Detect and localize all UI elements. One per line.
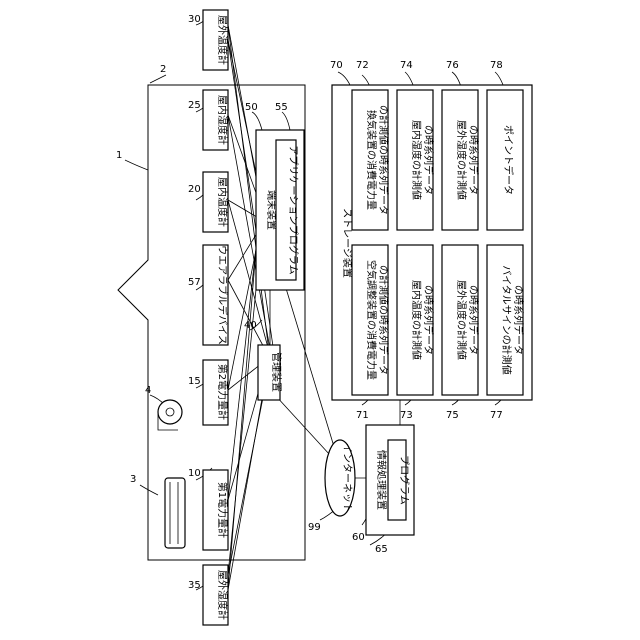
- svg-text:71: 71: [356, 410, 369, 421]
- svg-text:3: 3: [130, 474, 136, 485]
- point-data: ポイントデータ: [487, 90, 523, 230]
- svg-text:屋外温度の計測値: 屋外温度の計測値: [455, 280, 468, 360]
- svg-text:20: 20: [188, 184, 201, 195]
- svg-text:第1電力量計: 第1電力量計: [216, 482, 229, 538]
- svg-text:99: 99: [308, 522, 321, 533]
- svg-text:55: 55: [275, 102, 288, 113]
- wearable-device: ウエアラブルデバイス: [203, 245, 229, 345]
- ventilator-icon: [158, 400, 182, 430]
- svg-text:換気装置の消費電力量: 換気装置の消費電力量: [365, 110, 378, 210]
- svg-text:75: 75: [446, 410, 459, 421]
- svg-text:1: 1: [116, 150, 122, 161]
- svg-text:2: 2: [160, 64, 166, 75]
- indoor-humid-meter: 屋内湿度計: [203, 90, 229, 150]
- svg-text:の時系列データ: の時系列データ: [422, 125, 435, 195]
- svg-text:第2電力量計: 第2電力量計: [216, 364, 229, 420]
- svg-text:プログラム: プログラム: [398, 455, 411, 505]
- svg-text:65: 65: [375, 544, 388, 555]
- svg-text:アプリケーションプログラム: アプリケーションプログラム: [287, 145, 300, 274]
- svg-text:の時系列データ: の時系列データ: [512, 285, 525, 355]
- svg-text:屋内温度計: 屋内温度計: [216, 177, 229, 227]
- outdoor-humid-meter: 屋外湿度計: [203, 565, 229, 625]
- internet-cloud: インターネット: [325, 440, 355, 516]
- svg-text:25: 25: [188, 100, 201, 111]
- indoor-temp-data: 屋内温度の計測値 の時系列データ: [397, 245, 435, 395]
- svg-text:4: 4: [145, 385, 151, 396]
- vent-power-data: 換気装置の消費電力量 の計測値の時系列データ: [352, 90, 390, 230]
- svg-text:60: 60: [352, 532, 365, 543]
- svg-text:30: 30: [188, 14, 201, 25]
- svg-text:屋内温度の計測値: 屋内温度の計測値: [410, 280, 423, 360]
- svg-text:屋外湿度計: 屋外湿度計: [216, 570, 229, 620]
- svg-text:屋内湿度の計測値: 屋内湿度の計測値: [410, 120, 423, 200]
- svg-text:15: 15: [188, 376, 201, 387]
- management-device: 管理装置: [258, 345, 283, 400]
- svg-text:77: 77: [490, 410, 503, 421]
- air-conditioner-icon: [165, 478, 185, 548]
- svg-text:屋外温度計: 屋外温度計: [216, 15, 229, 65]
- indoor-temp-meter: 屋内温度計: [203, 172, 229, 232]
- svg-text:の計測値の時系列データ: の計測値の時系列データ: [377, 105, 390, 215]
- svg-text:10: 10: [188, 468, 201, 479]
- first-power-meter: 第1電力量計: [203, 470, 229, 550]
- outdoor-temp-meter: 屋外温度計: [203, 10, 229, 70]
- svg-text:ウエアラブルデバイス: ウエアラブルデバイス: [216, 245, 229, 345]
- outdoor-humid-data: 屋外湿度の計測値 の時系列データ: [442, 90, 480, 230]
- outdoor-temp-data: 屋外温度の計測値 の時系列データ: [442, 245, 480, 395]
- svg-text:40: 40: [244, 320, 257, 331]
- svg-text:73: 73: [400, 410, 413, 421]
- svg-text:の計測値の時系列データ: の計測値の時系列データ: [377, 265, 390, 375]
- svg-text:35: 35: [188, 580, 201, 591]
- ac-power-data: 空気調整装置の消費電力量 の計測値の時系列データ: [352, 245, 390, 395]
- second-power-meter: 第2電力量計: [203, 360, 229, 425]
- svg-text:57: 57: [188, 277, 201, 288]
- vital-data: バイタルサインの計測値 の時系列データ: [487, 245, 525, 395]
- svg-text:の時系列データ: の時系列データ: [422, 285, 435, 355]
- indoor-humid-data: 屋内湿度の計測値 の時系列データ: [397, 90, 435, 230]
- info-processing-device: 情報処理装置 プログラム: [366, 425, 414, 535]
- svg-text:72: 72: [356, 60, 369, 71]
- svg-text:76: 76: [446, 60, 459, 71]
- svg-text:74: 74: [400, 60, 413, 71]
- svg-text:インターネット: インターネット: [341, 443, 353, 513]
- svg-text:空気調整装置の消費電力量: 空気調整装置の消費電力量: [365, 260, 378, 380]
- svg-text:の時系列データ: の時系列データ: [467, 285, 480, 355]
- svg-text:50: 50: [245, 102, 258, 113]
- svg-text:ポイントデータ: ポイントデータ: [502, 125, 515, 195]
- svg-text:管理装置: 管理装置: [270, 352, 283, 392]
- terminal-device: 端末装置 アプリケーションプログラム: [256, 130, 304, 290]
- svg-text:情報処理装置: 情報処理装置: [375, 450, 388, 510]
- svg-text:バイタルサインの計測値: バイタルサインの計測値: [500, 265, 513, 375]
- svg-text:屋内湿度計: 屋内湿度計: [216, 95, 229, 145]
- svg-text:の時系列データ: の時系列データ: [467, 125, 480, 195]
- svg-text:78: 78: [490, 60, 503, 71]
- svg-text:70: 70: [330, 60, 343, 71]
- svg-text:屋外湿度の計測値: 屋外湿度の計測値: [455, 120, 468, 200]
